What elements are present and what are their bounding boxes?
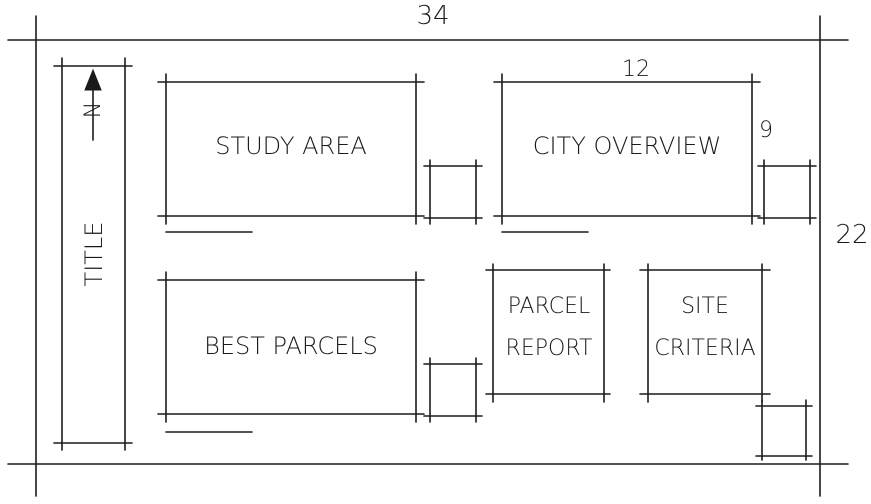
page-border	[7, 15, 849, 497]
best-parcels-label: BEST PARCELS	[204, 332, 378, 360]
site-criteria-panel: SITE CRITERIA	[639, 263, 771, 403]
study-area-small-box	[423, 159, 483, 225]
page-height-dimension: 22	[835, 220, 868, 250]
parcel-report-label-line1: PARCEL	[508, 294, 591, 319]
study-area-label: STUDY AREA	[215, 132, 367, 160]
site-criteria-small-box	[755, 399, 813, 461]
site-criteria-label-line2: CRITERIA	[654, 336, 755, 361]
north-label: N	[81, 102, 106, 118]
title-panel: TITLE	[53, 57, 133, 451]
page-width-dimension: 34	[416, 1, 449, 31]
city-overview-panel: CITY OVERVIEW	[493, 73, 761, 233]
title-label: TITLE	[80, 222, 108, 287]
city-overview-label: CITY OVERVIEW	[533, 132, 722, 160]
city-overview-small-box	[757, 159, 817, 225]
parcel-report-label-line2: REPORT	[506, 336, 593, 361]
best-parcels-small-box	[423, 357, 483, 423]
map-height-dimension: 9	[759, 118, 773, 143]
site-criteria-label-line1: SITE	[681, 294, 729, 319]
study-area-panel: STUDY AREA	[157, 73, 425, 233]
north-arrow-icon: N	[81, 68, 106, 141]
best-parcels-panel: BEST PARCELS	[157, 271, 425, 433]
map-width-dimension: 12	[622, 57, 650, 82]
parcel-report-panel: PARCEL REPORT	[485, 263, 611, 403]
